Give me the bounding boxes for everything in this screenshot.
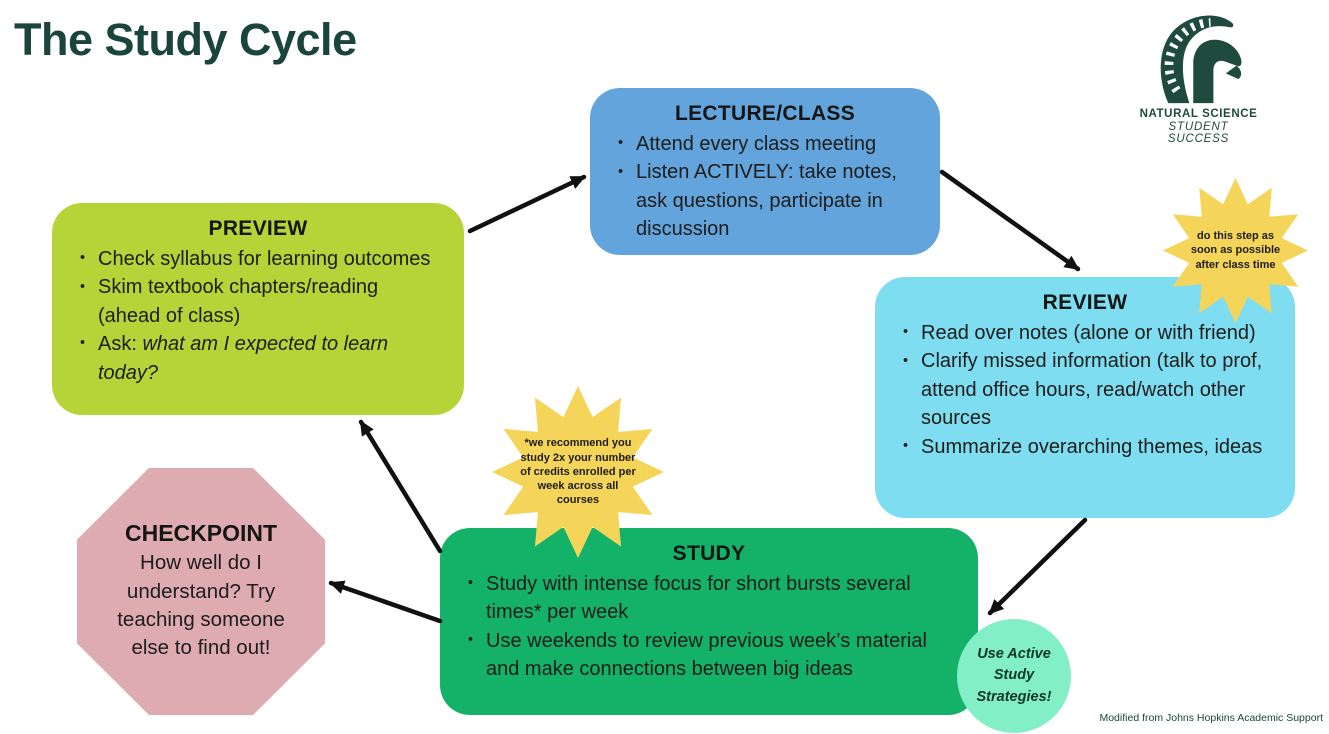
bullet-item: Read over notes (alone or with friend) — [903, 319, 1275, 347]
arrow-lecture-to-review — [939, 169, 1081, 272]
checkpoint-title: CHECKPOINT — [124, 520, 278, 547]
arrow-study-to-preview — [358, 419, 443, 554]
bullet-item: Study with intense focus for short burst… — [468, 570, 958, 627]
box-review: REVIEW Read over notes (alone or with fr… — [875, 277, 1295, 518]
box-title-review: REVIEW — [1042, 291, 1128, 314]
box-study: STUDY Study with intense focus for short… — [440, 528, 978, 715]
bullet-item: Clarify missed information (talk to prof… — [903, 347, 1275, 432]
active-strategies-circle: Use Active Study Strategies! — [957, 619, 1071, 733]
page-title: The Study Cycle — [14, 14, 357, 65]
box-preview: PREVIEW Check syllabus for learning outc… — [52, 203, 464, 415]
bullet-item: Summarize overarching themes, ideas — [903, 433, 1275, 461]
active-strategies-text: Use Active Study Strategies! — [976, 646, 1052, 705]
natural-science-logo: NATURAL SCIENCE STUDENT SUCCESS — [1136, 10, 1261, 145]
review-bullet-list: Read over notes (alone or with friend) C… — [895, 319, 1275, 461]
starburst-recommend: *we recommend you study 2x your number o… — [492, 386, 664, 558]
box-title-lecture: LECTURE/CLASS — [674, 102, 856, 125]
lecture-bullet-list: Attend every class meeting Listen ACTIVE… — [610, 130, 920, 244]
spartan-helmet-icon — [1160, 15, 1241, 104]
box-title-preview: PREVIEW — [208, 217, 308, 240]
checkpoint-octagon: CHECKPOINT How well do I understand? Try… — [77, 468, 325, 715]
bullet-item: Skim textbook chapters/reading (ahead of… — [80, 273, 444, 330]
preview-bullet-list: Check syllabus for learning outcomes Ski… — [72, 245, 444, 387]
bullet-item: Use weekends to review previous week’s m… — [468, 627, 958, 684]
starburst-after-class: do this step as soon as possible after c… — [1163, 178, 1308, 323]
bullet-item: Attend every class meeting — [618, 130, 920, 158]
logo-text-line2: STUDENT SUCCESS — [1167, 121, 1230, 145]
italic-question: what am I expected to learn today? — [98, 333, 389, 384]
arrow-preview-to-lecture — [467, 174, 587, 234]
checkpoint-text: How well do I understand? Try teaching s… — [117, 551, 285, 660]
box-lecture-class: LECTURE/CLASS Attend every class meeting… — [590, 88, 940, 255]
starburst-icon — [492, 386, 664, 558]
logo-text-line1: NATURAL SCIENCE — [1139, 108, 1258, 120]
bullet-item: Check syllabus for learning outcomes — [80, 245, 444, 273]
box-title-study: STUDY — [672, 542, 746, 565]
bullet-item: Ask: what am I expected to learn today? — [80, 330, 444, 387]
footer-credit: Modified from Johns Hopkins Academic Sup… — [1099, 712, 1323, 724]
arrow-study-to-checkpoint — [328, 580, 443, 624]
starburst-after-class-text: do this step as soon as possible after c… — [1190, 230, 1281, 271]
bullet-item: Listen ACTIVELY: take notes, ask questio… — [618, 158, 920, 243]
arrow-review-to-study — [987, 517, 1088, 616]
starburst-icon — [1163, 178, 1308, 323]
starburst-recommend-text: *we recommend you study 2x your number o… — [520, 437, 636, 507]
study-bullet-list: Study with intense focus for short burst… — [460, 570, 958, 684]
